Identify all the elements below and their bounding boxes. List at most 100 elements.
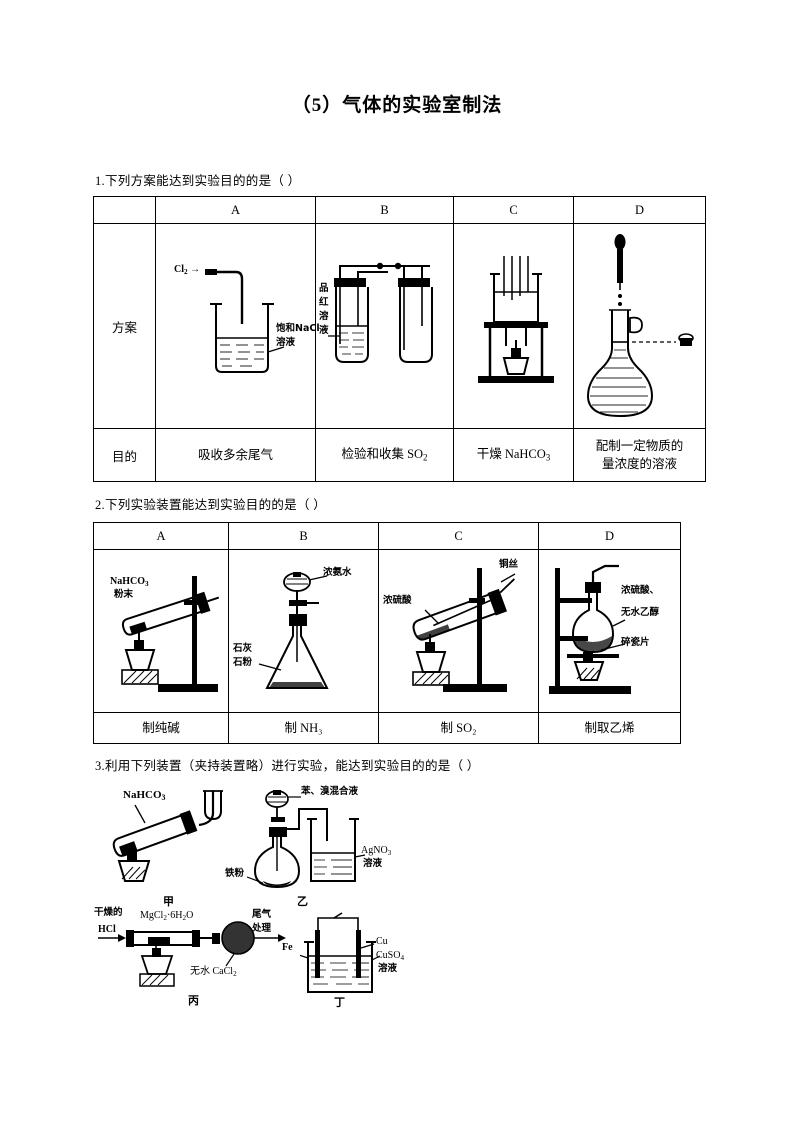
svg-device-ding: [300, 912, 381, 993]
diagram-cell-2c: 铜丝 浓硫酸: [378, 549, 539, 713]
label-agno3-solution: 溶液: [363, 858, 383, 869]
svg-apparatus-2c: [412, 568, 516, 692]
device-yi: 苯、溴混合液 铁粉 AgNO3 溶液 乙: [225, 785, 400, 910]
purpose-cell-b: 制 NH₃: [228, 712, 379, 744]
purpose-cell-a: 吸收多余尾气: [155, 428, 316, 482]
table-row: A B C D: [93, 522, 681, 550]
svg-apparatus-2a: [121, 576, 220, 692]
diagram-cell-2b: 浓氨水 石灰 石粉: [228, 549, 379, 713]
label-hydrate-text: ·6H: [166, 910, 183, 921]
column-header-b: B: [228, 522, 379, 550]
row-label-scheme: 方案: [93, 223, 156, 429]
device-ding: Fe Cu CuSO4 溶液 丁: [282, 912, 430, 1012]
svg-device-yi: [246, 790, 366, 889]
question-1-prompt: 1.下列方案能达到实验目的的是（ ）: [95, 174, 301, 188]
device-name-jia: 甲: [163, 895, 174, 908]
label-nahco3: NaHCO3: [110, 576, 149, 589]
label-lime-line2: 石粉: [233, 657, 253, 668]
label-porcelain-chips: 碎瓷片: [621, 637, 650, 648]
label-agno3: AgNO3: [361, 845, 392, 858]
purpose-cell-b-subscript: 2: [423, 452, 428, 463]
column-header-a: A: [155, 196, 316, 224]
question-1-table: A B C D 方案 Cl2 →: [93, 196, 706, 482]
table-row: 制纯碱 制 NH₃ 制 SO₂ 制取乙烯: [93, 712, 681, 744]
apparatus-ethylene-generation: 浓硫酸、 无水乙醇 碎瓷片: [541, 552, 678, 710]
column-header-c: C: [378, 522, 539, 550]
svg-apparatus-1c: [478, 256, 554, 383]
label-copper-wire: 铜丝: [499, 559, 519, 570]
purpose-cell-c-text: 干燥 NaHCO: [476, 447, 546, 462]
purpose-cell-b: 检验和收集 SO2: [315, 428, 454, 482]
purpose-cell-c: 制 SO₂: [378, 712, 539, 744]
label-sulfuric-ethanol-line2: 无水乙醇: [621, 607, 660, 618]
label-mgcl2-hydrate: MgCl2·6H2O: [140, 910, 194, 923]
table-row: 目的 吸收多余尾气 检验和收集 SO2 干燥 NaHCO3 配制一定物质的 量浓…: [93, 428, 706, 482]
column-header-b: B: [315, 196, 454, 224]
apparatus-volumetric-flask: [576, 226, 703, 426]
label-fuchsin-char4: 液: [319, 325, 329, 336]
diagram-cell-2d: 浓硫酸、 无水乙醇 碎瓷片: [538, 549, 681, 713]
svg-apparatus-2d: [549, 564, 631, 694]
column-header-d: D: [538, 522, 681, 550]
question-3-prompt: 3.利用下列装置（夹持装置略）进行实验，能达到实验目的的是（ ）: [95, 759, 480, 773]
table-row: 方案 Cl2 →: [93, 223, 706, 429]
label-cuso4: CuSO4: [376, 950, 405, 963]
question-2-prompt: 2.下列实验装置能达到实验目的的是（ ）: [95, 498, 327, 512]
label-benzene-bromine: 苯、溴混合液: [301, 786, 359, 797]
label-tail-gas-line1: 尾气: [252, 909, 272, 920]
purpose-cell-b-text: 检验和收集 SO: [341, 447, 424, 462]
label-saturated-nacl-line1: 饱和NaCl: [276, 323, 320, 334]
label-sulfuric-ethanol-line1: 浓硫酸、: [621, 585, 660, 596]
label-nahco3-text: NaHCO: [123, 789, 162, 801]
label-cuso4-text: CuSO: [376, 950, 401, 961]
purpose-cell-a: 制纯碱: [93, 712, 229, 744]
label-nahco3: NaHCO3: [123, 789, 166, 803]
diagram-cell-1b: 品 红 溶 液: [315, 223, 454, 429]
label-concentrated-sulfuric-acid: 浓硫酸: [383, 595, 412, 606]
column-header-c: C: [453, 196, 574, 224]
device-name-ding: 丁: [334, 996, 345, 1009]
apparatus-ammonia-generation: 浓氨水 石灰 石粉: [231, 552, 376, 710]
label-agno3-text: AgNO: [361, 845, 388, 856]
label-cu-electrode: Cu: [376, 936, 388, 947]
purpose-cell-d: 制取乙烯: [538, 712, 681, 744]
label-powder: 粉末: [114, 589, 134, 600]
label-hcl: HCl: [98, 924, 116, 935]
apparatus-gas-washing-bottles: 品 红 溶 液: [318, 226, 451, 426]
device-jia: NaHCO3 甲: [95, 785, 245, 910]
label-tail-gas-line2: 处理: [252, 923, 272, 934]
apparatus-heating-nahco3: NaHCO3 粉末: [96, 552, 226, 710]
label-concentrated-ammonia: 浓氨水: [323, 567, 352, 578]
purpose-cell-d-line1: 配制一定物质的: [595, 438, 684, 453]
question-2-table: A B C D: [93, 522, 681, 744]
page-title-text: （5）气体的实验室制法: [291, 95, 503, 116]
table-row: A B C D: [93, 196, 706, 224]
svg-apparatus-1b: [328, 262, 433, 363]
diagram-cell-1d: [573, 223, 706, 429]
svg-apparatus-1a: [205, 269, 285, 373]
row-label-purpose: 目的: [93, 428, 156, 482]
apparatus-so2-generation: 铜丝 浓硫酸: [381, 552, 536, 710]
svg-apparatus-1d: [586, 234, 694, 418]
diagram-cell-2a: NaHCO3 粉末: [93, 549, 229, 713]
device-name-bing: 丙: [188, 994, 199, 1007]
label-lime-line1: 石灰: [233, 643, 253, 654]
label-fuchsin-char1: 品: [319, 283, 329, 294]
label-fuchsin-char3: 溶: [319, 311, 329, 322]
purpose-cell-c: 干燥 NaHCO3: [453, 428, 574, 482]
label-mgcl2-text: MgCl: [140, 910, 164, 921]
svg-device-bing: [98, 921, 286, 987]
label-cuso4-solution: 溶液: [378, 963, 398, 974]
label-fuchsin-char2: 红: [319, 297, 329, 308]
apparatus-heating-beaker-tripod: [456, 226, 571, 426]
diagram-cell-1a: Cl2 →: [155, 223, 320, 429]
label-anhydrous-cacl2-text: 无水 CaCl: [190, 966, 234, 977]
purpose-cell-c-subscript: 3: [545, 452, 551, 463]
label-cl2: Cl2 →: [174, 264, 201, 277]
label-hydrate-o: O: [186, 910, 194, 921]
svg-apparatus-2b: [258, 572, 329, 689]
diagram-cell-1c: [453, 223, 574, 429]
apparatus-gas-absorption-beaker: Cl2 →: [158, 226, 320, 426]
label-dry: 干燥的: [94, 907, 123, 918]
